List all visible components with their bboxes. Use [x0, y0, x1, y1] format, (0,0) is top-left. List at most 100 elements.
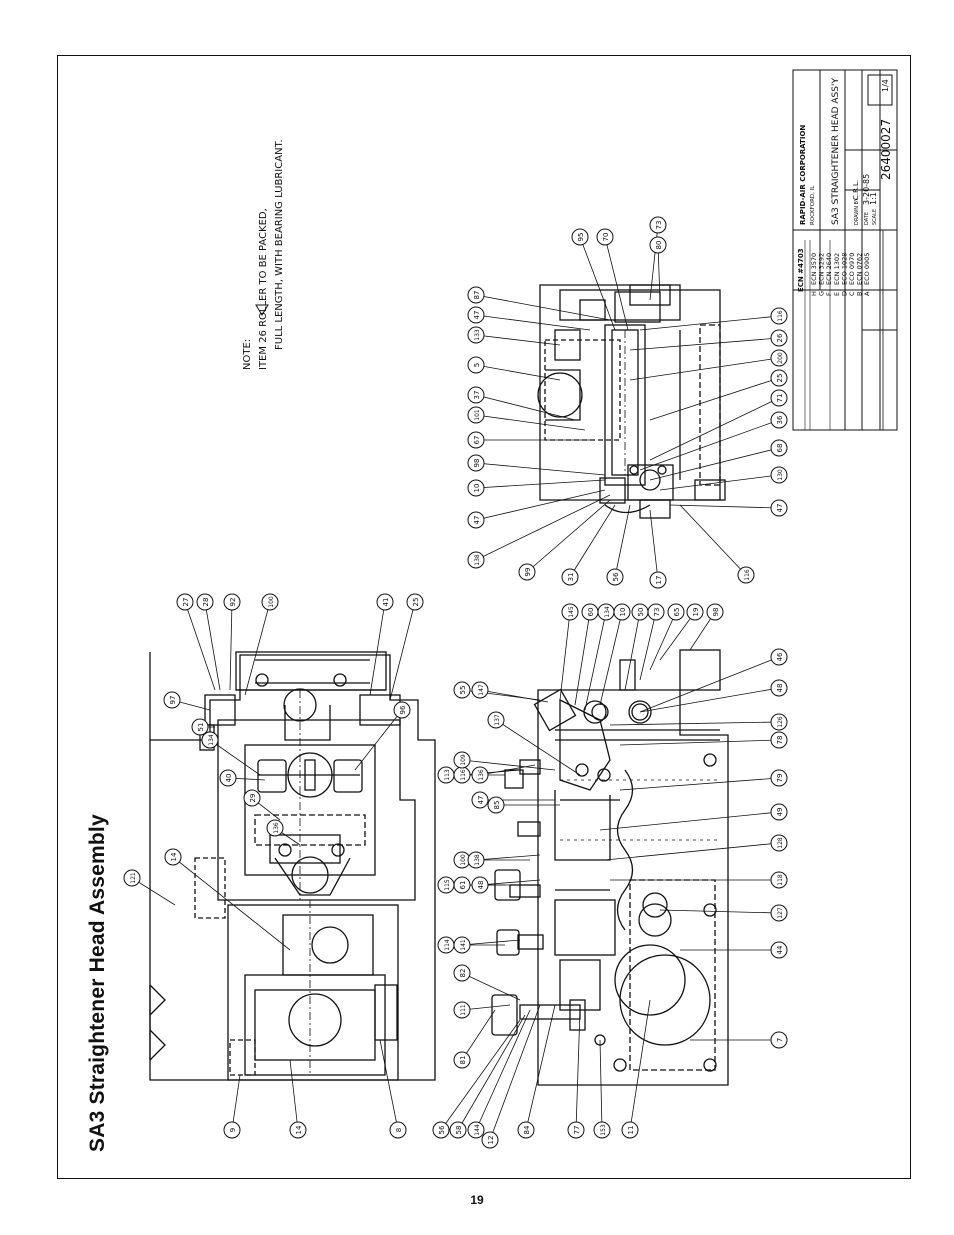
callout-number: 17: [655, 576, 663, 585]
callout-balloon: [567, 1121, 585, 1139]
callout-number: 11: [627, 1126, 635, 1135]
callout-balloon: [467, 1121, 485, 1139]
callout-leader: [475, 494, 611, 561]
revision-letter: B: [856, 292, 864, 296]
callout-leader: [639, 656, 780, 713]
revision-desc: ECN 1302: [833, 253, 841, 285]
callout-leader: [649, 224, 659, 301]
callout-balloon: [770, 389, 788, 407]
revision-desc: ECO 0970: [848, 253, 856, 285]
callout-balloon: [571, 228, 589, 246]
callout-number: 10: [619, 608, 627, 617]
callout-leader: [184, 601, 216, 691]
note-line-2: ITEM 26 ROLLER TO BE PACKED,: [258, 208, 269, 370]
callout-number: 98: [473, 459, 481, 468]
callout-balloon: [176, 593, 194, 611]
callout-number: 96: [399, 705, 407, 714]
callout-leader: [229, 601, 233, 691]
callout-balloon: [770, 329, 788, 347]
callout-number: 147: [478, 684, 485, 696]
callout-leader: [461, 1009, 496, 1061]
tb-drawing-number: 26400027: [879, 119, 893, 180]
tb-drawing-title: SA3 STRAIGHTENER HEAD ASS'Y: [831, 78, 841, 225]
callout-number: 14: [170, 852, 178, 861]
callout-leader: [244, 601, 271, 696]
callout-number: 12: [487, 1136, 495, 1145]
callout-leader: [575, 1009, 581, 1131]
callout-number: 134: [208, 734, 215, 746]
callout-leader: [489, 1004, 541, 1141]
section-view: [537, 284, 726, 519]
callout-leader: [659, 474, 780, 491]
callout-number: 7: [776, 1038, 784, 1042]
callout-number: 47: [473, 311, 481, 320]
callout-leader: [475, 854, 541, 861]
callout-leader: [679, 504, 747, 576]
callout-balloon: [163, 691, 181, 709]
callout-number: 9: [229, 1128, 237, 1132]
callout-leader: [669, 504, 780, 509]
callout-leader: [369, 601, 386, 696]
callout-balloon: [467, 326, 485, 344]
callout-number: 100: [268, 596, 275, 608]
tb-location: ROCKFORD, IL: [810, 185, 816, 225]
callout-leader: [475, 489, 606, 521]
callouts-top-view: 9148121141342728921004125975113440291369…: [123, 593, 424, 1139]
callout-balloon: [453, 964, 471, 982]
callout-leader: [609, 721, 780, 726]
callout-leader: [639, 611, 657, 681]
callout-balloon: [453, 876, 471, 894]
callout-leader: [475, 314, 591, 331]
callout-number: 136: [478, 769, 485, 781]
callout-number: 121: [130, 872, 137, 884]
note-line-1: NOTE:: [242, 339, 253, 370]
callout-balloon: [770, 871, 788, 889]
callout-number: 118: [777, 874, 784, 886]
callout-number: 145: [568, 606, 575, 618]
callout-number: 31: [567, 573, 575, 582]
callout-balloon: [223, 1121, 241, 1139]
callout-number: 73: [653, 608, 661, 617]
revision-letter: C: [848, 291, 856, 296]
callout-leader: [649, 447, 780, 481]
callout-number: 71: [776, 394, 784, 403]
revision-letter: F: [825, 292, 833, 296]
callout-number: 95: [577, 233, 585, 242]
callout-balloon: [467, 386, 485, 404]
revision-letter: H: [810, 291, 818, 296]
callout-balloon: [467, 454, 485, 472]
callout-number: 29: [249, 794, 257, 803]
callout-balloon: [467, 551, 485, 569]
callout-number: 101: [474, 409, 481, 421]
callout-number: 5: [473, 363, 481, 367]
callout-leader: [629, 357, 780, 381]
callout-balloon: [649, 216, 667, 234]
callout-number: 85: [493, 801, 501, 810]
callout-number: 56: [612, 572, 620, 581]
callout-leader: [475, 364, 561, 381]
callout-number: 51: [197, 723, 205, 732]
callout-balloon: [770, 731, 788, 749]
tb-date-label: DATE: [864, 212, 870, 225]
callout-balloon: [164, 848, 182, 866]
callout-balloon: [647, 603, 665, 621]
callout-balloon: [613, 603, 631, 621]
callout-leader: [569, 504, 616, 578]
callout-balloon: [770, 439, 788, 457]
callout-balloon: [453, 1001, 471, 1019]
callout-number: 47: [477, 796, 485, 805]
callout-balloon: [481, 1131, 499, 1149]
callout-leader: [475, 462, 606, 476]
callout-leader: [659, 611, 696, 661]
callout-balloon: [467, 406, 485, 424]
callout-leader: [629, 337, 780, 351]
note: NOTE: ITEM 26 ROLLER TO BE PACKED, FULL …: [242, 139, 285, 370]
callout-leader: [526, 499, 611, 573]
callout-leader: [479, 689, 549, 703]
callout-leader: [639, 687, 780, 713]
callout-balloon: [517, 1121, 535, 1139]
callout-number: 138: [474, 554, 481, 566]
callout-leader: [389, 601, 416, 701]
